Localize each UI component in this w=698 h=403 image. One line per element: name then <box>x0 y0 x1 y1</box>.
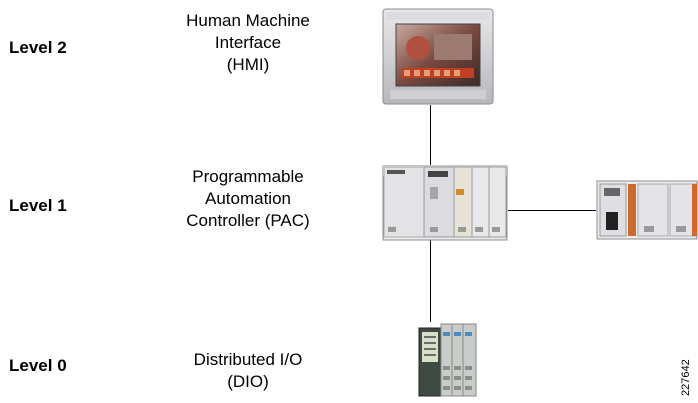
hmi-description-line-2: Interface <box>214 33 282 52</box>
pac-description-line-3: Controller (PAC) <box>186 211 310 230</box>
remote-controller-icon <box>596 180 698 240</box>
hmi-description-line-3: (HMI) <box>226 55 270 74</box>
pac-dio-connection-line <box>430 240 431 322</box>
hmi-description-line-1: Human Machine <box>186 11 310 30</box>
dio-description: Distributed I/O (DIO) <box>138 349 358 393</box>
pac-description: Programmable Automation Controller (PAC) <box>138 166 358 232</box>
level-2-label: Level 2 <box>9 38 67 57</box>
hmi-pac-connection-line <box>430 105 431 165</box>
level-1-label: Level 1 <box>9 196 67 215</box>
pac-remote-connection-line <box>508 210 596 211</box>
pac-controller-icon <box>382 165 508 241</box>
pac-description-line-1: Programmable <box>192 167 304 186</box>
figure-id: 227642 <box>680 359 692 396</box>
dio-description-line-1: Distributed I/O <box>193 350 303 369</box>
dio-description-line-2: (DIO) <box>227 372 269 391</box>
hmi-description: Human Machine Interface (HMI) <box>138 10 358 76</box>
level-0-label: Level 0 <box>9 356 67 375</box>
distributed-io-icon <box>418 322 478 398</box>
hmi-panel-icon <box>382 8 494 105</box>
pac-description-line-2: Automation <box>205 189 291 208</box>
